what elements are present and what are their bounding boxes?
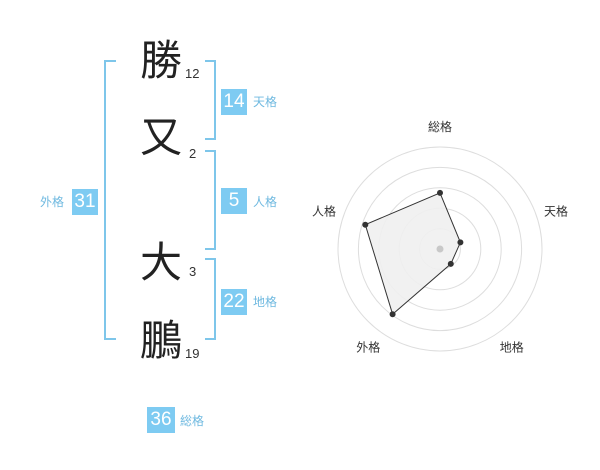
chikaku-label: 地格 xyxy=(253,295,278,309)
radar-center-dot xyxy=(436,245,444,253)
radar-point-4 xyxy=(389,311,396,318)
soukaku-score: 36 xyxy=(147,407,175,433)
radar-point-1 xyxy=(437,189,443,196)
radar-point-3 xyxy=(447,260,454,267)
radar-axis-label-1: 総格 xyxy=(428,119,452,134)
jinkaku-label: 人格 xyxy=(253,195,278,209)
radar-axis-label-4: 外格 xyxy=(356,340,380,355)
stroke-count-1: 12 xyxy=(185,66,200,81)
tenkaku-label: 天格 xyxy=(253,95,278,109)
name-char-2: 又 xyxy=(140,113,183,162)
jinkaku-score: 5 xyxy=(221,188,247,214)
tenkaku-score: 14 xyxy=(221,89,247,115)
radar-ring-5 xyxy=(337,146,543,352)
name-char-3: 大 xyxy=(140,238,183,287)
radar-axis-label-3: 地格 xyxy=(500,340,524,355)
radar-point-5 xyxy=(362,221,369,228)
radar-ring-4 xyxy=(357,166,523,332)
stroke-count-2: 2 xyxy=(189,146,197,161)
name-char-1: 勝 xyxy=(140,36,183,85)
radar-polygon xyxy=(364,192,461,316)
stroke-count-4: 19 xyxy=(185,346,200,361)
soukaku-label: 総格 xyxy=(180,414,205,428)
chikaku-bracket xyxy=(205,258,216,340)
radar-points xyxy=(362,189,464,318)
radar-axis-label-2: 天格 xyxy=(544,203,568,218)
gaikaku-label: 外格 xyxy=(40,195,65,209)
chikaku-score: 22 xyxy=(221,289,247,315)
name-char-4: 鵬 xyxy=(140,316,183,365)
stroke-count-3: 3 xyxy=(189,264,197,279)
radar-point-2 xyxy=(457,239,464,246)
radar-axis-label-5: 人格 xyxy=(312,203,336,218)
gaikaku-score: 31 xyxy=(72,189,98,215)
tenkaku-bracket xyxy=(205,60,216,140)
gaikaku-bracket xyxy=(104,60,116,340)
jinkaku-bracket xyxy=(205,150,216,250)
